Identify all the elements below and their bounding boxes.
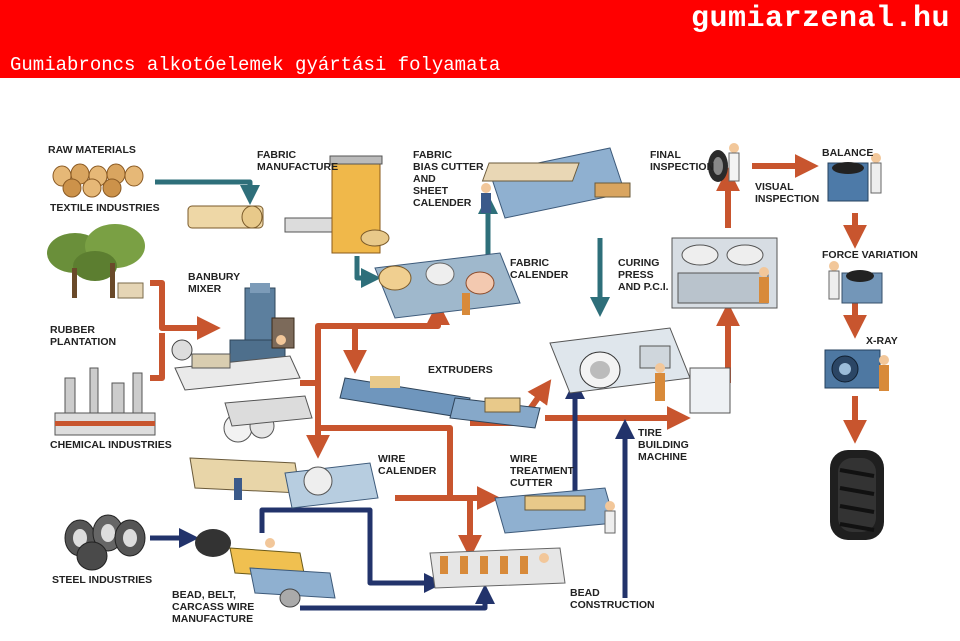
label-line: RAW MATERIALS <box>48 144 136 156</box>
label-line: STEEL INDUSTRIES <box>52 574 152 586</box>
label-visual-inspection: VISUAL INSPECTION <box>755 181 819 205</box>
tire-production-diagram: RAW MATERIALS TEXTILE INDUSTRIES FABRIC … <box>47 143 918 625</box>
banbury-mixer-machine <box>171 283 313 443</box>
bead-construction-line <box>429 547 566 589</box>
label-line: BUILDING <box>638 439 689 451</box>
balance-machine <box>827 153 882 202</box>
label-line: BALANCE <box>822 147 873 159</box>
label-extruders: EXTRUDERS <box>428 364 493 376</box>
label-line: BANBURY <box>188 271 240 283</box>
label-banbury-mixer: BANBURY MIXER <box>188 271 240 295</box>
label-curing-press: CURING PRESS AND P.C.I. <box>618 257 669 293</box>
chemical-plant <box>54 367 156 436</box>
label-line: INSPECTION <box>650 161 714 173</box>
bead-belt-carcass-machine <box>195 529 336 608</box>
label-line: CALENDER <box>510 269 569 281</box>
label-line: BEAD <box>570 587 600 599</box>
label-line: WIRE <box>510 453 537 465</box>
label-line: INSPECTION <box>755 193 819 205</box>
fabric-manufacture-machine <box>187 155 390 254</box>
label-fabric-bias-cutter: FABRIC BIAS CUTTER AND SHEET CALENDER <box>413 149 484 209</box>
label-line: MANUFACTURE <box>257 161 338 173</box>
label-line: FORCE VARIATION <box>822 249 918 261</box>
finished-tire <box>830 450 884 540</box>
rubber-plantation-trees <box>47 224 145 299</box>
fabric-calender-machine <box>374 252 521 319</box>
label-fabric-calender: FABRIC CALENDER <box>510 257 569 281</box>
wire-calender-machine <box>189 457 379 509</box>
label-line: FABRIC <box>413 149 453 161</box>
label-line: CHEMICAL INDUSTRIES <box>50 439 172 451</box>
label-line: AND P.C.I. <box>618 281 669 293</box>
label-steel-industries: STEEL INDUSTRIES <box>52 574 152 586</box>
label-line: TIRE <box>638 427 662 439</box>
label-line: AND <box>413 173 436 185</box>
xray-machine <box>824 349 889 391</box>
label-line: MANUFACTURE <box>172 613 253 625</box>
flow-arrows <box>150 154 867 611</box>
label-line: MIXER <box>188 283 222 295</box>
label-rubber-plantation: RUBBER PLANTATION <box>50 324 116 348</box>
label-line: PLANTATION <box>50 336 116 348</box>
label-line: SHEET <box>413 185 449 197</box>
label-line: TREATMENT <box>510 465 575 477</box>
site-brand[interactable]: gumiarzenal.hu <box>690 2 950 36</box>
header-banner: gumiarzenal.hu Gumiabroncs alkotóelemek … <box>0 0 960 78</box>
label-line: CALENDER <box>378 465 437 477</box>
label-tire-building-machine: TIRE BUILDING MACHINE <box>638 427 689 463</box>
label-line: CONSTRUCTION <box>570 599 655 611</box>
label-wire-treatment-cutter: WIRE TREATMENT CUTTER <box>510 453 575 489</box>
label-line: RUBBER <box>50 324 95 336</box>
label-x-ray: X-RAY <box>866 335 898 347</box>
label-line: WIRE <box>378 453 405 465</box>
label-line: CUTTER <box>510 477 553 489</box>
label-line: CALENDER <box>413 197 472 209</box>
label-bead-belt-carcass: BEAD, BELT, CARCASS WIRE MANUFACTURE <box>172 589 254 625</box>
page-subtitle: Gumiabroncs alkotóelemek gyártási folyam… <box>10 54 501 76</box>
label-fabric-manufacture: FABRIC MANUFACTURE <box>257 149 338 173</box>
label-wire-calender: WIRE CALENDER <box>378 453 437 477</box>
textile-spools <box>52 163 144 198</box>
label-chemical-industries: CHEMICAL INDUSTRIES <box>50 439 172 451</box>
label-line: BIAS CUTTER <box>413 161 484 173</box>
label-line: MACHINE <box>638 451 687 463</box>
label-line: TEXTILE INDUSTRIES <box>50 202 160 214</box>
tire-building-machine <box>549 327 731 414</box>
label-line: FABRIC <box>510 257 550 269</box>
steel-coils <box>64 514 146 571</box>
label-line: VISUAL <box>755 181 794 193</box>
label-line: CURING <box>618 257 659 269</box>
label-line: FINAL <box>650 149 681 161</box>
label-line: X-RAY <box>866 335 898 347</box>
label-bead-construction: BEAD CONSTRUCTION <box>570 587 655 611</box>
label-line: BEAD, BELT, <box>172 589 236 601</box>
label-force-variation: FORCE VARIATION <box>822 249 918 261</box>
label-line: EXTRUDERS <box>428 364 493 376</box>
final-inspection-station <box>708 143 740 182</box>
force-variation-machine <box>828 261 883 304</box>
extruder-machine <box>339 376 541 429</box>
label-raw-materials: RAW MATERIALS <box>48 144 136 156</box>
label-line: PRESS <box>618 269 654 281</box>
label-line: CARCASS WIRE <box>172 601 254 613</box>
label-textile-industries: TEXTILE INDUSTRIES <box>50 202 160 214</box>
label-line: FABRIC <box>257 149 297 161</box>
label-final-inspection: FINAL INSPECTION <box>650 149 714 173</box>
curing-press-machine <box>671 237 778 309</box>
bias-cutter-machine <box>481 147 631 219</box>
label-balance: BALANCE <box>822 147 873 159</box>
wire-treatment-cutter-machine <box>494 487 616 534</box>
